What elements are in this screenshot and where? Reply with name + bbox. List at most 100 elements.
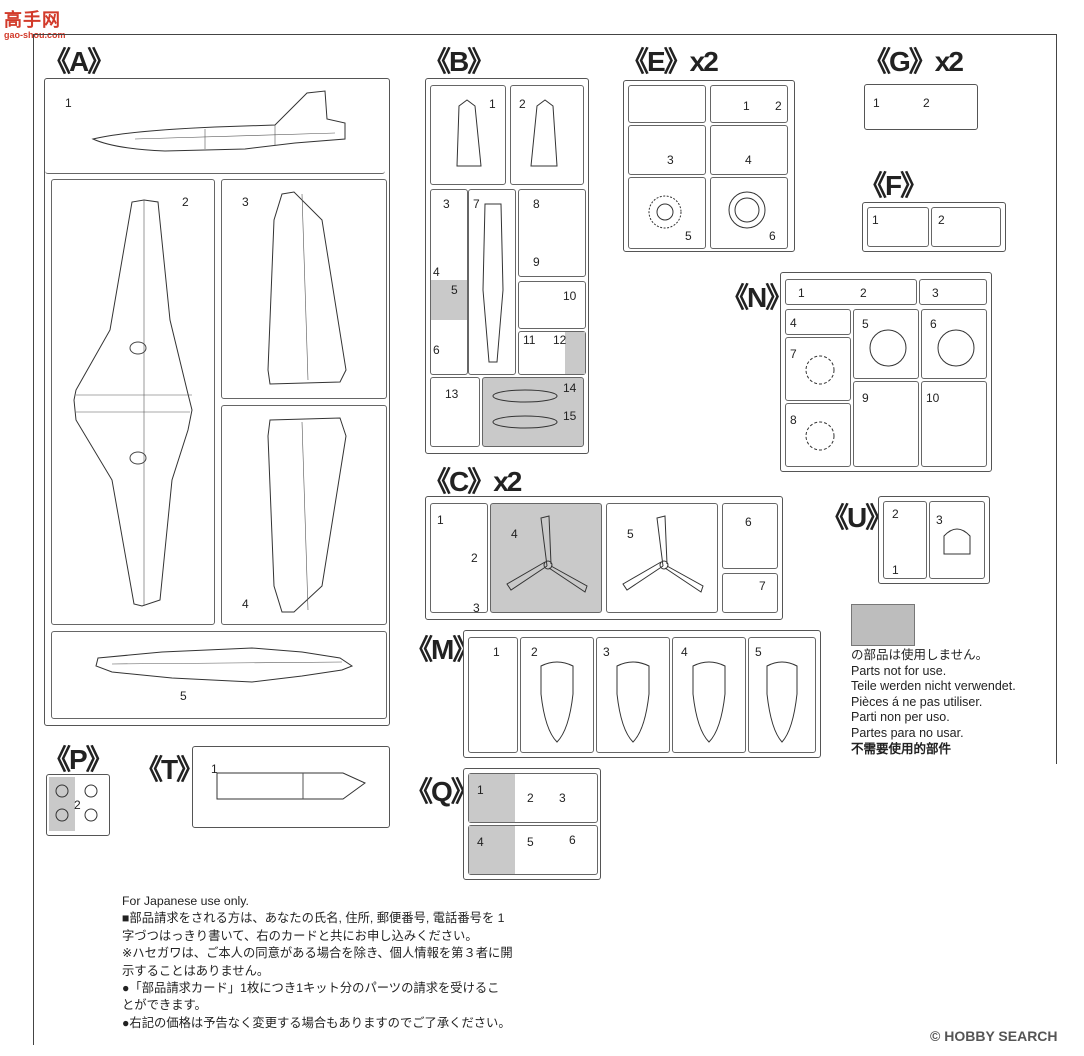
part-number: 1 [489,97,496,111]
part-number: 9 [862,391,869,405]
part-number: 3 [473,601,480,615]
part-number: 14 [563,381,577,395]
section-c-title: 《C》x2 [423,466,522,497]
tail-fin-right-drawing [530,99,558,167]
notes-line: ●右記の価格は予告なく変更する場合もありますのでご了承ください。 [122,1015,511,1030]
legend-line: Partes para no usar. [851,725,964,740]
nacelle-drawing [766,661,798,743]
part-number: 15 [563,409,577,423]
sprue-t: 1 [192,746,390,828]
part-number: 5 [627,527,634,541]
b-part-13-cell: 13 [430,377,480,447]
b-parts-8-9-cell: 8 9 [518,189,586,277]
legend-line: Parts not for use. [851,663,947,678]
a-part-3-cell: 3 [221,179,387,399]
site-watermark: 高手网 gao-shou.com [4,6,66,40]
a-part-2-cell: 2 [51,179,215,625]
part-number: 5 [527,835,534,849]
part-number: 5 [755,645,762,659]
notes-line: 示することはありません。 [122,963,270,978]
section-g-title: 《G》x2 [863,46,964,77]
part-number: 2 [74,798,81,812]
part-number: 10 [563,289,577,303]
watermark-chars: 高手网 [4,10,61,30]
e-parts-1-2-cell: 1 2 [710,85,788,123]
n-part-5-cell: 5 [853,309,919,379]
part-number: 4 [745,153,752,167]
part-number: 3 [603,645,610,659]
sprue-p: 2 [46,774,110,836]
notes-line: 字づつはっきり書いて、右のカードと共にお申し込みください。 [122,928,478,943]
unused-part-marker [49,777,75,831]
section-b-title: 《B》 [423,46,495,77]
a-part-5-cell: 5 [51,631,387,719]
part-number: 2 [531,645,538,659]
tail-fin-left-drawing [456,99,482,167]
part-number: 3 [667,153,674,167]
legend-line: Pièces á ne pas utiliser. [851,694,983,709]
part-number: 1 [211,762,218,776]
notes-line: ※ハセガワは、ご本人の同意がある場合を除き、個人情報を第３者に開 [122,946,513,961]
cowl-front-drawing [869,329,907,367]
n-part-8-cell: 8 [785,403,851,467]
watermark-url: gao-shou.com [4,30,66,40]
three-blade-propeller-drawing [506,515,588,593]
part-number: 8 [533,197,540,211]
part-number: 8 [790,413,797,427]
nacelle-drawing [692,661,726,743]
part-number: 6 [769,229,776,243]
legend-line: 不需要使用的部件 [851,741,952,756]
part-number: 1 [873,96,880,110]
part-number: 3 [932,286,939,300]
part-number: 2 [892,507,899,521]
u-part-3-cell: 3 [929,501,985,579]
sprue-q: 1 2 3 4 5 6 [463,768,601,880]
sprue-b: 1 2 3 4 5 6 7 8 9 10 11 12 13 14 15 [425,78,589,454]
cowl-front-drawing [937,329,975,367]
n-part-6-cell: 6 [921,309,987,379]
b-part-1-cell: 1 [430,85,506,185]
sprue-f: 1 2 [862,202,1006,252]
part-number: 6 [930,317,937,331]
f-part-2-cell: 2 [931,207,1001,247]
part-number: 5 [685,229,692,243]
watermark-text: HOBBY SEARCH [944,1028,1058,1044]
interior-panel-drawing [216,772,366,800]
nacelle-drawing [540,661,574,743]
part-number: 6 [433,343,440,357]
three-blade-propeller-drawing [622,515,704,593]
unused-parts-swatch [851,604,915,646]
b-part-2-cell: 2 [510,85,584,185]
section-p-title: 《P》 [43,744,114,775]
part-number: 4 [681,645,688,659]
e-part-4-cell: 4 [710,125,788,175]
notes-line: とができます。 [122,998,207,1013]
sheet-frame [33,34,1057,1045]
fuselage-side-right-drawing [95,647,354,683]
m-part-1-cell: 1 [468,637,518,753]
part-number: 3 [443,197,450,211]
lower-wing-drawing [73,199,193,607]
sprue-u: 2 1 3 [878,496,990,584]
part-number: 2 [775,99,782,113]
part-number: 4 [242,597,249,611]
part-number: 1 [798,286,805,300]
part-number: 7 [790,347,797,361]
antenna-wire-drawing [492,389,558,429]
notes-line: ●「部品請求カード」1枚につき1キット分のパーツの請求を受けるこ [122,981,500,996]
section-e-title: 《E》x2 [621,46,719,77]
engine-drawing [648,195,682,229]
part-number: 2 [527,791,534,805]
part-number: 6 [745,515,752,529]
part-number: 9 [533,255,540,269]
upper-wing-right-drawing [267,417,347,613]
part-number: 3 [559,791,566,805]
part-number: 1 [493,645,500,659]
japanese-notes: For Japanese use only. ■部品請求をされる方は、あなたの氏… [122,893,612,1032]
part-number: 2 [860,286,867,300]
c-part-7-cell: 7 [722,573,778,613]
canopy-drawing [943,528,971,555]
notes-line: For Japanese use only. [122,894,249,908]
part-number: 4 [433,265,440,279]
part-number: 3 [936,513,943,527]
